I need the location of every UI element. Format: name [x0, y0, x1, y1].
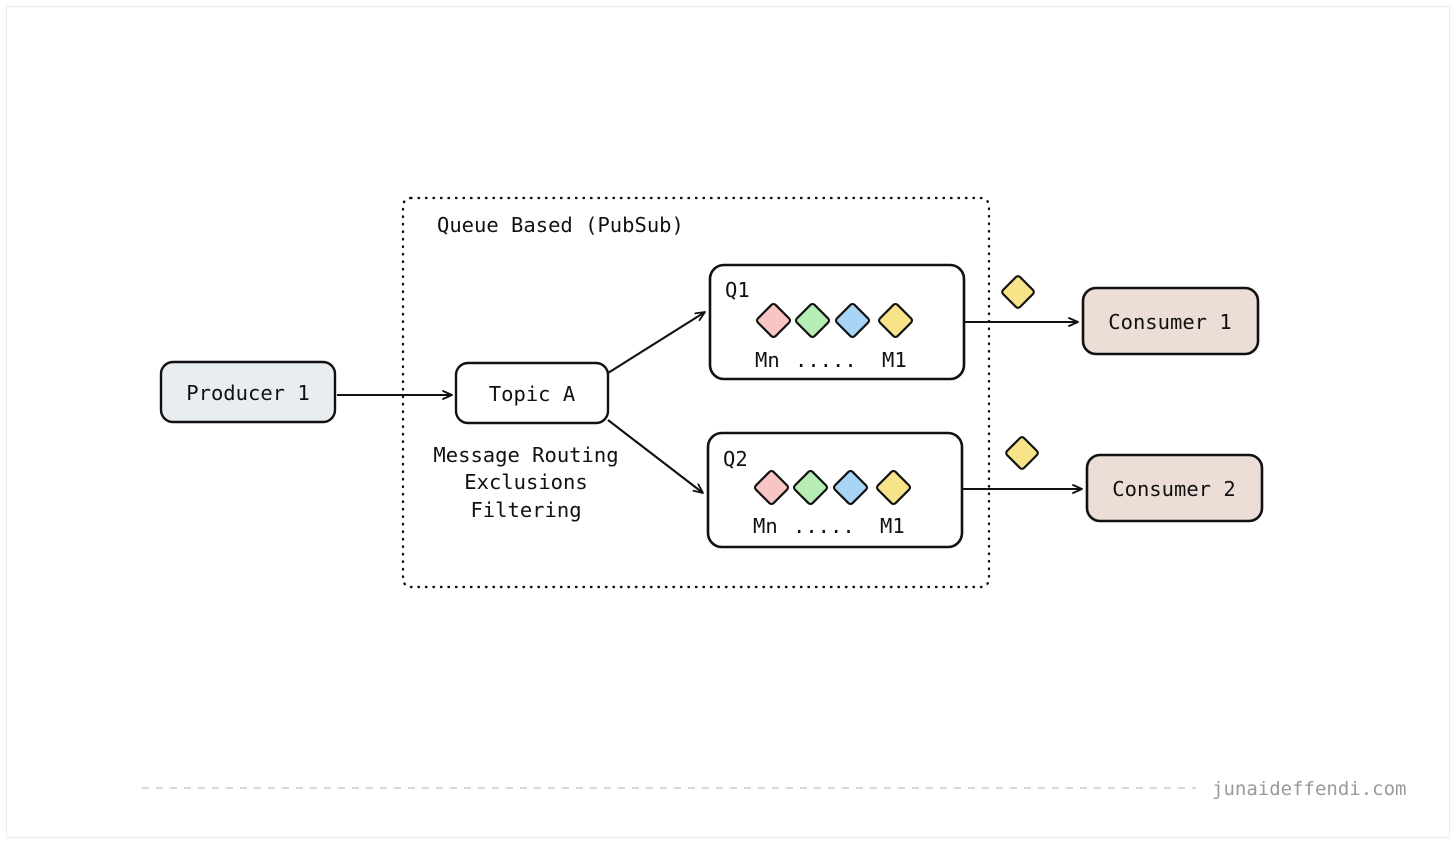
queue-q2-message-label-right: M1: [880, 514, 905, 538]
consumer-1-box[interactable]: [1081, 286, 1260, 356]
routing-note-line-2: Exclusions: [464, 470, 587, 494]
message-diamond-blue: [834, 302, 871, 339]
queue-q2-message-label-left: Mn: [753, 514, 778, 538]
topic-a-label: Topic A: [489, 382, 575, 406]
consumer-1-label: Consumer 1: [1108, 310, 1231, 334]
message-diamond-yellow: [875, 469, 912, 506]
message-diamond-pink: [755, 302, 792, 339]
in-flight-diamond-2: [1005, 436, 1039, 470]
queue-q1-message-label-dots: .....: [795, 348, 857, 372]
message-diamond-yellow: [877, 302, 914, 339]
in-flight-diamond-1: [1001, 275, 1035, 309]
producer-1-label: Producer 1: [186, 381, 309, 405]
message-diamond-blue: [832, 469, 869, 506]
consumer-2-label: Consumer 2: [1112, 477, 1235, 501]
queue-q1-messages: [755, 302, 914, 339]
routing-note-line-3: Filtering: [470, 498, 581, 522]
producer-1-box[interactable]: [159, 360, 337, 424]
routing-note-line-1: Message Routing: [433, 443, 618, 467]
queue-q1-label: Q1: [725, 278, 750, 302]
footer-watermark: junaideffendi.com: [1212, 778, 1406, 800]
message-diamond-green: [792, 469, 829, 506]
queue-q1-message-label-right: M1: [882, 348, 907, 372]
pubsub-container-title: Queue Based (PubSub): [437, 213, 684, 237]
topic-a-box[interactable]: [454, 361, 610, 425]
consumer-2-box[interactable]: [1085, 453, 1264, 523]
message-diamond-green: [794, 302, 831, 339]
message-diamond-pink: [753, 469, 790, 506]
pubsub-container-border: [401, 196, 991, 589]
queue-q1-message-label-left: Mn: [755, 348, 780, 372]
queue-q2-label: Q2: [723, 447, 748, 471]
queue-q2-messages: [753, 469, 912, 506]
queue-q2-message-label-dots: .....: [793, 514, 855, 538]
arrow-topic-to-q2: [607, 419, 704, 494]
arrow-topic-to-q1: [607, 311, 706, 374]
